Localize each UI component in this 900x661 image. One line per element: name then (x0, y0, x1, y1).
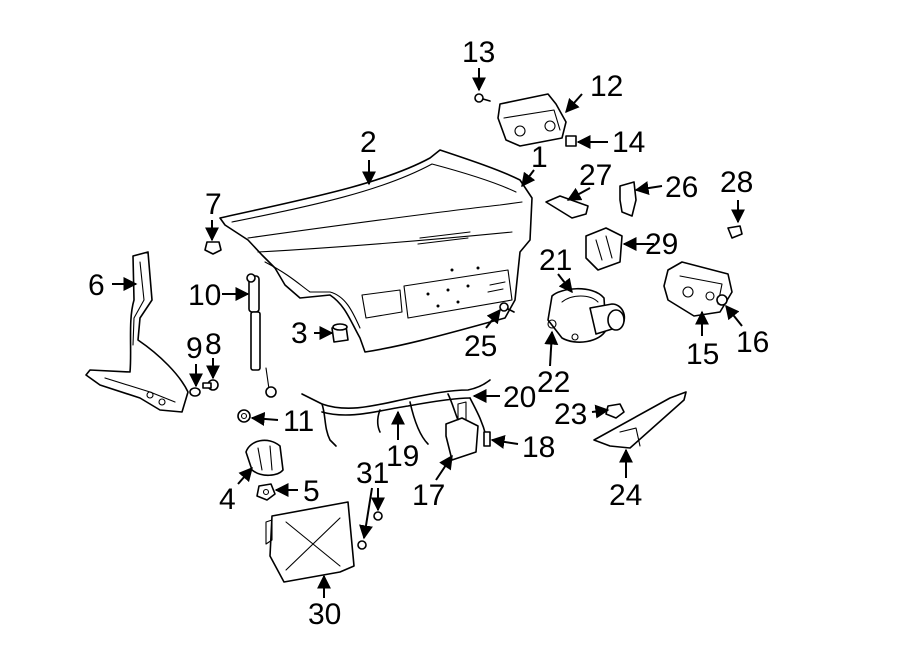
bolt-13 (474, 93, 491, 103)
callout-26: 26 (665, 171, 698, 204)
callout-20: 20 (503, 381, 536, 414)
bolt-16 (716, 294, 728, 306)
fastener-9 (189, 387, 201, 397)
callout-6: 6 (88, 269, 105, 302)
latch-striker (245, 439, 284, 477)
callout-22: 22 (537, 366, 570, 399)
callout-14: 14 (612, 126, 645, 159)
callout-25: 25 (464, 330, 497, 363)
callout-8: 8 (205, 328, 222, 361)
leader-lines (112, 68, 745, 598)
callout-1: 1 (531, 141, 548, 174)
bolt-25 (499, 302, 515, 313)
fastener-28 (727, 225, 743, 239)
callout-29: 29 (645, 228, 678, 261)
lock-cylinder-housing (547, 287, 626, 343)
callout-30: 30 (308, 598, 341, 631)
callout-2: 2 (360, 126, 377, 159)
grommet (237, 409, 251, 423)
hinge-arm (85, 251, 189, 413)
callout-28: 28 (720, 166, 753, 199)
callout-12: 12 (590, 70, 623, 103)
damper-29 (585, 227, 623, 271)
callout-31: 31 (356, 457, 389, 490)
nut-23 (605, 403, 625, 419)
callout-24: 24 (609, 479, 642, 512)
clip-14 (565, 135, 577, 147)
fastener-8 (202, 379, 219, 391)
callout-16: 16 (736, 326, 769, 359)
callout-23: 23 (554, 398, 587, 431)
lift-strut (246, 273, 277, 398)
callout-21: 21 (539, 244, 572, 277)
callout-9: 9 (186, 332, 203, 365)
wiring-harness (301, 379, 491, 447)
lamp-bracket (497, 93, 567, 147)
callout-19: 19 (386, 440, 419, 473)
callout-18: 18 (522, 431, 555, 464)
bumper-stop (331, 323, 349, 343)
callout-10: 10 (188, 279, 221, 312)
callout-4: 4 (219, 483, 236, 516)
fastener-7 (204, 241, 222, 255)
trunk-lid (219, 149, 533, 353)
nut (256, 483, 276, 501)
sill-plate (593, 391, 687, 449)
callout-7: 7 (205, 188, 222, 221)
trunk-latch (663, 261, 733, 317)
callout-5: 5 (303, 475, 320, 508)
callout-labels: 1 2 3 4 5 6 7 8 9 10 11 12 13 14 15 16 1… (88, 36, 769, 631)
callout-11: 11 (283, 405, 314, 438)
access-panel (265, 501, 355, 583)
callout-15: 15 (686, 338, 719, 371)
callout-27: 27 (579, 159, 612, 192)
callout-13: 13 (462, 36, 495, 69)
screw-31b (357, 540, 367, 550)
screw-31a (373, 511, 383, 521)
callout-3: 3 (291, 317, 308, 350)
callout-17: 17 (412, 479, 445, 512)
clip-26 (619, 181, 637, 217)
trunk-module (445, 401, 479, 461)
bracket-27 (545, 195, 589, 219)
